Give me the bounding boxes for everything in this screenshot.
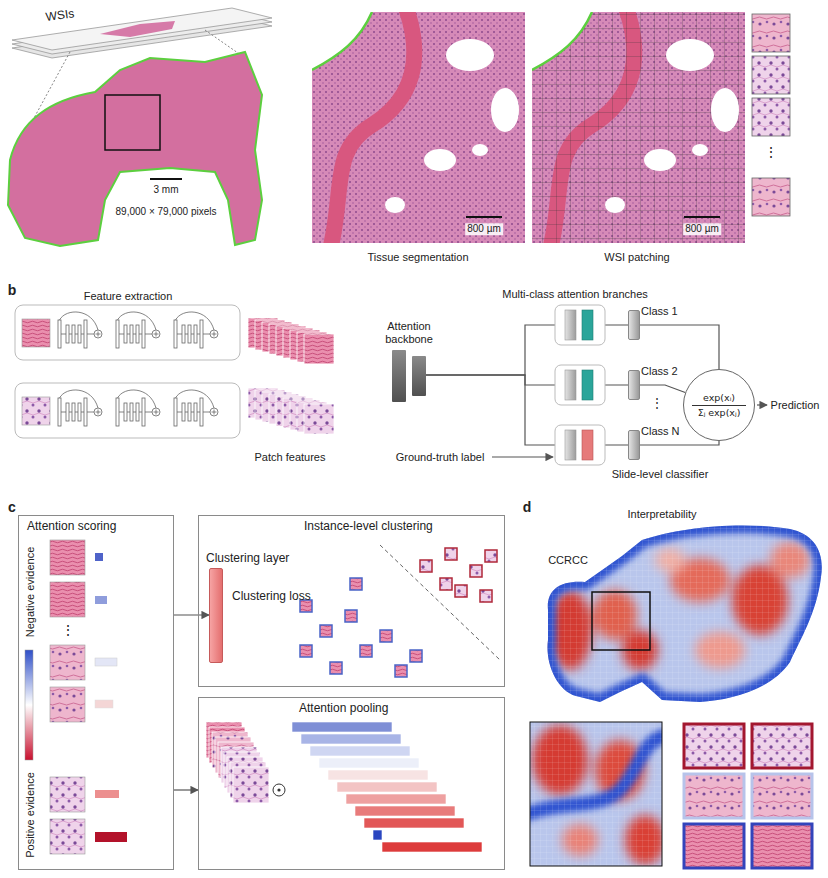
text-group: Attention pooling — [199, 698, 504, 715]
slide-stack — [12, 8, 272, 58]
text-group: Instance-level clustering — [199, 516, 504, 533]
node-text: Clustering layer — [206, 551, 289, 565]
caption-group: Attention backbone — [369, 320, 449, 346]
patch-column — [752, 14, 790, 216]
clustering-layer: Clustering layerClustering loss — [209, 568, 223, 663]
softmax-node: exp(xᵢ) Σⱼ exp(xⱼ) — [683, 369, 755, 441]
section-label: Slide-level classifier — [612, 468, 709, 481]
panel-box: Attention pooling — [198, 697, 505, 870]
caption-label: WSI patching — [604, 251, 669, 264]
heatmap-inset — [530, 722, 662, 866]
node-text: Attention scoring — [27, 519, 116, 533]
text-group: Attention scoring — [19, 516, 173, 533]
tissue-zoom — [312, 5, 525, 250]
negative-cluster — [300, 578, 422, 677]
feature-extractor — [15, 383, 240, 438]
panel-letter: d — [523, 499, 532, 515]
caption-group: Class 1 — [641, 305, 678, 318]
zoom-box — [105, 95, 160, 150]
evidence-label: Positive evidence — [24, 772, 37, 858]
evidence-patches — [50, 540, 85, 854]
size-label: 89,000 × 79,000 pixels — [116, 206, 217, 218]
connector-line — [640, 385, 685, 393]
class-classifier: Class N — [628, 430, 640, 460]
evidence-label: Negative evidence — [24, 547, 37, 638]
section-label: Patch features — [255, 451, 326, 464]
output-arrow — [757, 404, 767, 405]
node-text: Attention backbone — [369, 320, 449, 346]
patch-feature-stack — [248, 388, 334, 434]
caption-group: Clustering layer — [206, 551, 268, 565]
attention-heatmap — [540, 515, 828, 710]
backbone-layer — [412, 356, 426, 396]
wsi-label: WSIs — [45, 7, 75, 25]
output-label: Prediction — [771, 399, 820, 412]
decision-boundary — [380, 545, 500, 660]
connector-line — [640, 325, 719, 369]
caption-group: Clustering loss — [232, 589, 294, 603]
top-patches — [684, 724, 812, 868]
node-text: Σⱼ exp(xⱼ) — [698, 407, 741, 419]
section-label: Interpretability — [627, 508, 696, 521]
backbone-layer — [392, 350, 406, 402]
ellipsis: ⋮ — [764, 144, 778, 160]
caption-group: Class 2 — [641, 365, 678, 378]
dot-product-symbol — [273, 784, 285, 796]
panel-letter: c — [8, 499, 16, 515]
positive-cluster — [420, 548, 497, 602]
class-classifier: Class 2 — [628, 370, 640, 400]
scale-label: 800 µm — [465, 223, 503, 235]
tissue-outline — [8, 52, 262, 246]
node-text: Class N — [641, 425, 680, 438]
patch-feature-stack — [248, 318, 334, 364]
scale-label: 3 mm — [154, 184, 179, 196]
scale-bar — [466, 216, 720, 218]
zoom-box — [592, 592, 650, 650]
connector-line — [640, 441, 719, 445]
attention-branch — [555, 305, 605, 345]
caption-label: Tissue segmentation — [367, 251, 468, 264]
connector-line — [174, 789, 198, 790]
attention-branch — [555, 425, 605, 465]
caption-group: Class N — [641, 425, 680, 438]
label-arrow — [492, 456, 553, 457]
attention-branch — [555, 365, 605, 405]
section-label: Multi-class attention branches — [502, 288, 648, 301]
weighted-bars — [292, 722, 482, 852]
feature-extractor — [15, 305, 240, 360]
ellipsis: ⋮ — [61, 622, 75, 638]
node-text: Clustering loss — [232, 589, 311, 603]
patch-grid-zoom — [532, 5, 745, 250]
class-classifier: Class 1 — [628, 310, 640, 340]
class-label: CCRCC — [548, 554, 588, 567]
ellipsis: ⋮ — [651, 397, 663, 411]
node-text: Instance-level clustering — [304, 519, 433, 533]
node-text: Class 2 — [641, 365, 678, 378]
node-text: Class 1 — [641, 305, 678, 318]
panel-letter: b — [8, 282, 17, 298]
pooling-stack — [206, 722, 269, 803]
color-scale — [25, 650, 33, 760]
node-text: exp(xᵢ) — [703, 392, 735, 404]
section-label: Feature extraction — [84, 290, 173, 303]
connector-line — [174, 614, 209, 615]
fraction-line — [692, 405, 747, 406]
panel-box: Instance-level clusteringClustering laye… — [198, 515, 505, 687]
panel-box: Attention scoring — [18, 515, 174, 870]
scale-bar — [150, 178, 182, 180]
input-label: Ground-truth label — [396, 451, 485, 464]
inset-frame — [530, 722, 662, 866]
attention-score-bars — [95, 553, 127, 842]
attention-backbone: Attention backbone — [392, 350, 426, 402]
scale-label: 800 µm — [683, 223, 721, 235]
node-text: Attention pooling — [299, 701, 388, 715]
